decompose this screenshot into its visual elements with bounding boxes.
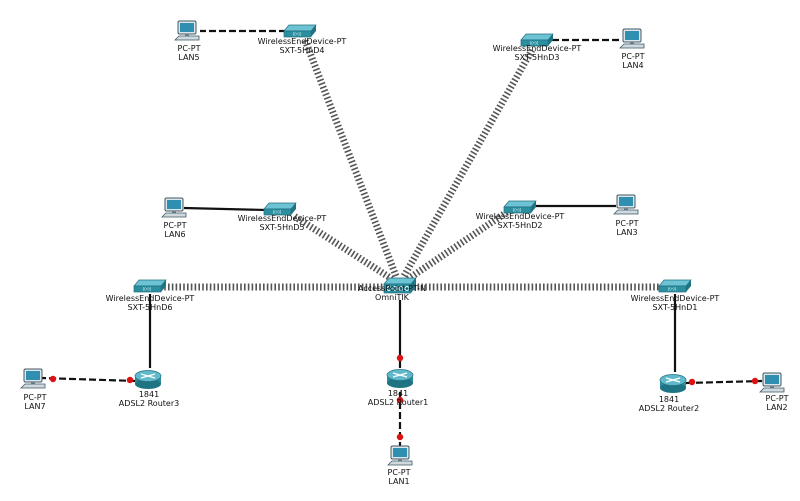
device-model-label: WirelessEndDevice-PT xyxy=(257,37,347,46)
device-model-label: WirelessEndDevice-PT xyxy=(237,214,327,223)
crossover-link-r3-lan7 xyxy=(41,376,137,383)
pc-icon[interactable] xyxy=(619,28,645,49)
device-name-label: LAN6 xyxy=(164,230,186,239)
device-name-label: LAN7 xyxy=(24,402,46,411)
wireless-link-w3 xyxy=(400,48,536,278)
device-name-label: SXT-5HnD5 xyxy=(259,223,305,232)
device-name-label: SXT-5HnD6 xyxy=(127,303,173,312)
device-name-label: LAN5 xyxy=(178,53,200,62)
router-icon[interactable] xyxy=(386,369,414,389)
access-point-icon[interactable] xyxy=(383,277,417,294)
wireless-bridge-icon[interactable]: ((•)) xyxy=(133,279,167,293)
device-name-label: OmniTIK xyxy=(375,293,409,302)
device-name-label: SXT-5HnD3 xyxy=(514,53,560,62)
device-model-label: AccessPoint-PT-N xyxy=(358,284,426,293)
link-down-indicator xyxy=(126,376,134,384)
wireless-bridge-icon[interactable]: ((•)) xyxy=(263,202,297,216)
link-down-indicator xyxy=(688,378,696,386)
router-icon[interactable] xyxy=(134,370,162,390)
wireless-link-w5 xyxy=(292,213,394,282)
wireless-bridge-icon[interactable]: ((•)) xyxy=(503,200,537,214)
svg-text:((•)): ((•)) xyxy=(530,41,539,46)
svg-text:((•)): ((•)) xyxy=(293,32,302,37)
wireless-bridge-icon[interactable]: ((•)) xyxy=(283,24,317,38)
device-model-label: WirelessEndDevice-PT xyxy=(630,294,720,303)
link-down-indicator xyxy=(396,433,404,441)
svg-text:((•)): ((•)) xyxy=(143,287,152,292)
device-name-label: LAN1 xyxy=(388,477,410,486)
straight-link-w5-lan6 xyxy=(183,206,267,212)
devices-layer: ((•)) ((•)) ((•)) ((•)) ((•)) ((•)) xyxy=(20,20,785,466)
wireless-link-w4 xyxy=(301,38,400,278)
pc-icon[interactable] xyxy=(759,372,785,393)
link-status-layer xyxy=(49,354,759,441)
device-model-label: 1841 xyxy=(138,390,160,399)
wireless-bridge-icon[interactable]: ((•)) xyxy=(520,33,554,47)
link-down-indicator xyxy=(396,396,404,404)
pc-icon[interactable] xyxy=(161,197,187,218)
device-name-label: LAN2 xyxy=(766,403,788,412)
device-model-label: PC-PT xyxy=(23,393,47,402)
link-down-indicator xyxy=(751,377,759,385)
device-name-label: LAN4 xyxy=(622,61,644,70)
link-down-indicator xyxy=(396,354,404,362)
svg-text:((•)): ((•)) xyxy=(668,287,677,292)
device-model-label: PC-PT xyxy=(765,394,789,403)
pc-icon[interactable] xyxy=(613,194,639,215)
device-name-label: SXT-5HnD1 xyxy=(652,303,698,312)
device-model-label: WirelessEndDevice-PT xyxy=(105,294,195,303)
crossover-link-r2-lan2 xyxy=(685,379,763,385)
pc-icon[interactable] xyxy=(20,368,46,389)
wireless-bridge-icon[interactable]: ((•)) xyxy=(658,279,692,293)
pc-icon[interactable] xyxy=(387,445,413,466)
link-down-indicator xyxy=(49,375,57,383)
device-name-label: ADSL2 Router3 xyxy=(118,399,180,408)
device-model-label: PC-PT xyxy=(163,221,187,230)
device-name-label: ADSL2 Router1 xyxy=(367,398,429,407)
device-model-label: PC-PT xyxy=(621,52,645,61)
router-icon[interactable] xyxy=(659,374,687,394)
device-model-label: PC-PT xyxy=(387,468,411,477)
device-name-label: LAN3 xyxy=(616,228,638,237)
device-model-label: WirelessEndDevice-PT xyxy=(492,44,582,53)
device-model-label: 1841 xyxy=(658,395,680,404)
device-name-label: ADSL2 Router2 xyxy=(638,404,700,413)
svg-text:((•)): ((•)) xyxy=(273,210,282,215)
wireless-link-w2 xyxy=(406,209,509,282)
svg-text:((•)): ((•)) xyxy=(513,208,522,213)
device-name-label: SXT-5HnD4 xyxy=(279,46,325,55)
device-model-label: PC-PT xyxy=(615,219,639,228)
device-name-label: SXT-5HnD2 xyxy=(497,221,543,230)
device-model-label: 1841 xyxy=(387,389,409,398)
device-model-label: WirelessEndDevice-PT xyxy=(475,212,565,221)
device-model-label: PC-PT xyxy=(177,44,201,53)
pc-icon[interactable] xyxy=(174,20,200,41)
